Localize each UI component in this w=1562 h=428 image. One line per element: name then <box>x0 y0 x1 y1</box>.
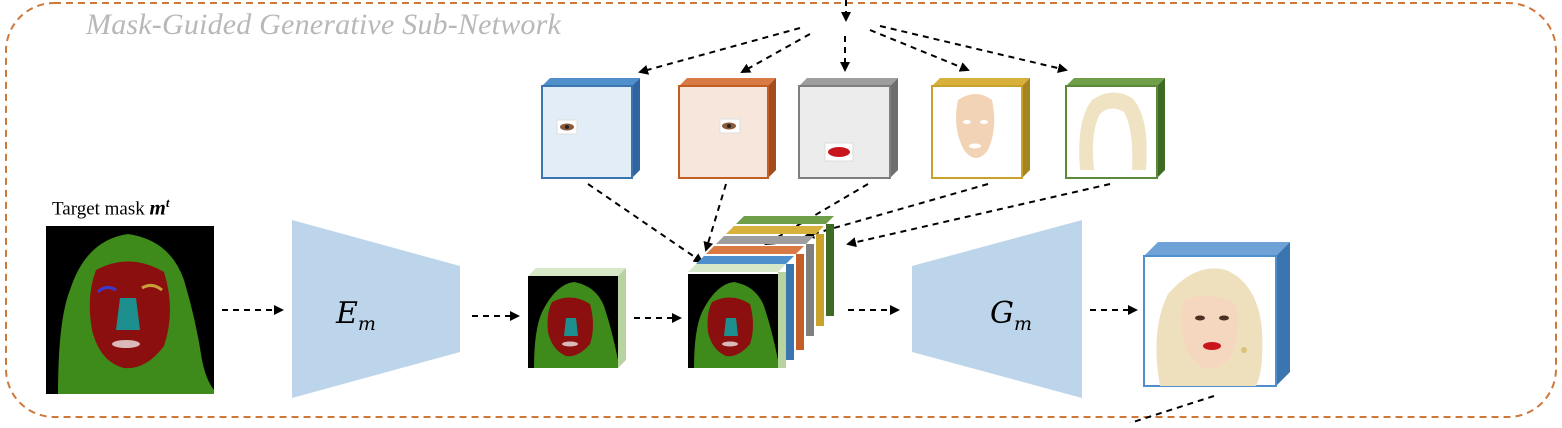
target-mask-caption-text: Target mask <box>52 198 145 220</box>
top-input-arrows <box>638 0 1068 75</box>
concatenated-feature-stack <box>688 216 834 368</box>
generated-face-output <box>1143 242 1290 387</box>
generator-label: Gm <box>990 296 1032 335</box>
sub-network-frame <box>5 2 1557 418</box>
encoded-mask-feature <box>528 268 626 368</box>
target-mask-image <box>46 226 214 394</box>
subnetwork-title: Mask-Guided Generative Sub-Network <box>86 8 562 41</box>
generator-subscript: m <box>1013 313 1032 335</box>
encoder-subscript: m <box>357 313 376 335</box>
bottom-output-arrow <box>1129 395 1215 424</box>
generator-symbol: G <box>990 296 1014 331</box>
encoder-label: Em <box>336 296 376 335</box>
skin-component-box <box>931 78 1030 179</box>
encoder-trapezoid <box>292 220 460 398</box>
generator-trapezoid <box>912 220 1082 398</box>
left-eye-component-box <box>541 78 640 179</box>
right-eye-component-box <box>678 78 776 179</box>
target-mask-superscript: t <box>165 195 170 210</box>
hair-component-box <box>1065 78 1165 179</box>
target-mask-symbol: m <box>149 195 166 220</box>
component-to-stack-arrows <box>587 183 1111 264</box>
target-mask-caption: Target mask mt <box>52 195 169 220</box>
encoder-symbol: E <box>336 296 358 331</box>
mouth-component-box <box>798 78 898 179</box>
